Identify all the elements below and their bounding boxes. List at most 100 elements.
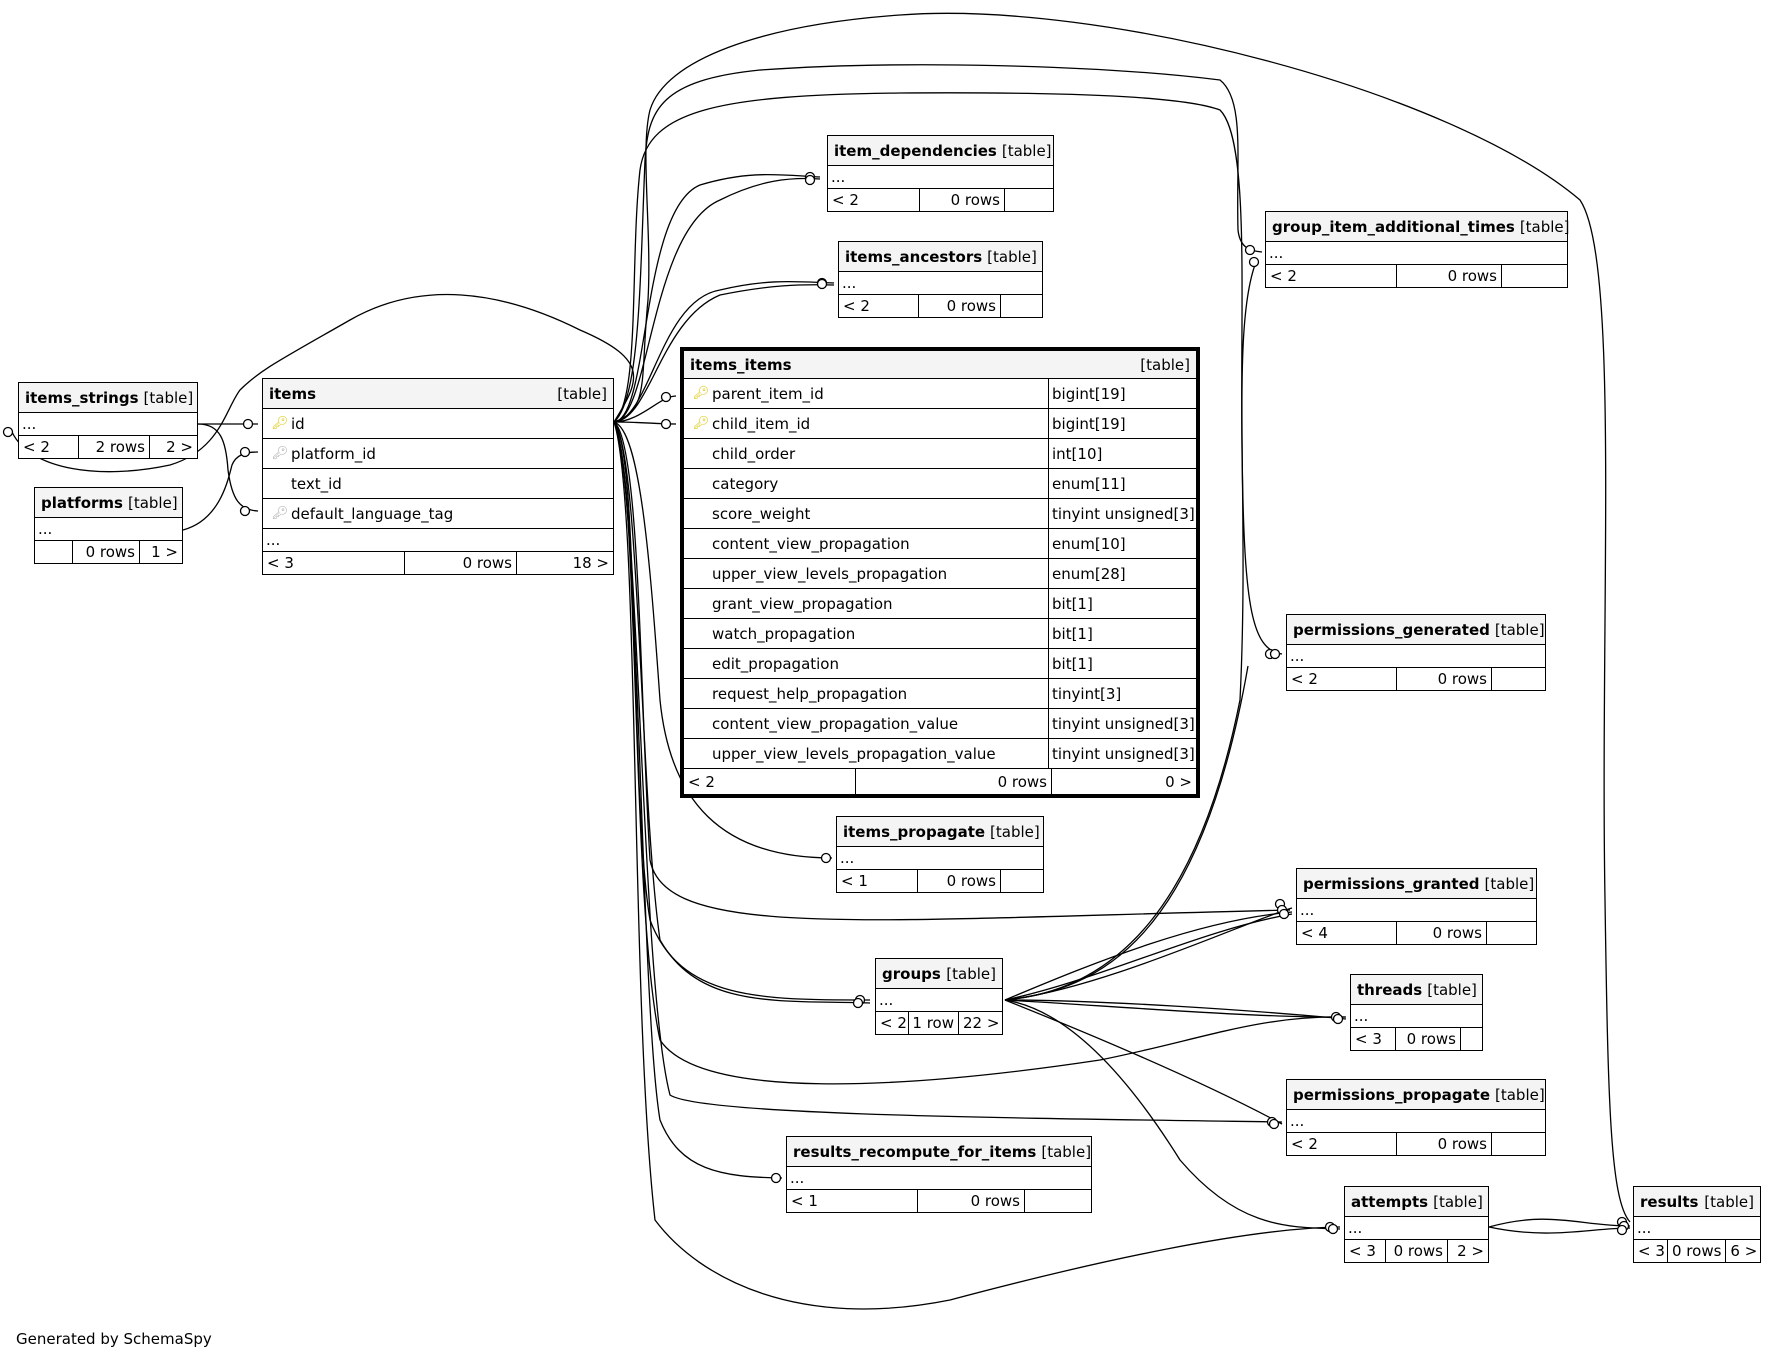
table-footer: < 1 0 rows [787,1190,1091,1212]
table-permissions-granted[interactable]: permissions_granted[table] ... < 4 0 row… [1296,868,1537,945]
table-items[interactable]: items[table] 🔑︎id 🔑︎platform_id ·text_id… [262,378,614,575]
parents-count[interactable]: < 2 [876,1012,909,1034]
children-count[interactable] [1005,189,1053,211]
parents-count[interactable]: < 2 [19,436,79,458]
table-group-item-additional-times[interactable]: group_item_additional_times[table] ... <… [1265,211,1570,288]
children-count[interactable]: 6 > [1730,1242,1758,1260]
children-count[interactable] [1001,870,1043,892]
table-name: permissions_granted [1303,874,1480,893]
table-tag: [table] [1433,1192,1483,1211]
column-row[interactable]: 🔑︎default_language_tag [263,499,613,529]
parents-count[interactable] [35,541,73,563]
column-row[interactable]: 🔑︎id [263,409,613,439]
relationship-line [1004,999,1341,1230]
cardinality-marker [2,426,14,438]
children-count[interactable]: 18 > [572,554,609,572]
children-count[interactable] [1461,1028,1482,1050]
column-type: bigint[19] [1048,409,1196,438]
table-items-ancestors[interactable]: items_ancestors[table] ... < 2 0 rows [838,241,1043,318]
children-count[interactable] [1487,922,1536,944]
parents-count[interactable]: < 2 [684,769,856,794]
column-name: content_view_propagation_value [712,714,959,733]
relationship-line [1004,999,1347,1018]
column-type: enum[11] [1048,469,1196,498]
parents-count[interactable]: < 4 [1297,922,1397,944]
table-header: group_item_additional_times[table] [1266,212,1570,242]
table-groups[interactable]: groups[table] ... < 2 1 row 22 > [875,958,1003,1035]
children-count[interactable] [1492,668,1545,690]
parents-count[interactable]: < 3 [1345,1240,1386,1262]
table-footer: 0 rows 1 > [35,541,182,563]
table-attempts[interactable]: attempts[table] ... < 3 0 rows 2 > [1344,1186,1489,1263]
column-name: child_item_id [712,414,811,433]
parents-count[interactable]: < 2 [1287,1133,1397,1155]
parents-count[interactable]: < 2 [839,295,919,317]
table-platforms[interactable]: platforms[table] ... 0 rows 1 > [34,487,183,564]
children-count[interactable]: 2 > [166,438,193,456]
children-count[interactable]: 2 > [1457,1242,1484,1260]
more-columns: ... [828,166,1053,189]
column-type: tinyint unsigned[3] [1048,709,1196,738]
table-name: items_ancestors [845,247,983,266]
table-items-strings[interactable]: items_strings[table] ... < 2 2 rows 2 > [18,382,198,459]
children-count[interactable] [1502,265,1567,287]
primary-key-icon: 🔑︎ [692,386,710,401]
parents-count[interactable]: < 1 [837,870,918,892]
relationship-line [613,421,833,859]
children-count[interactable] [1001,295,1042,317]
parents-count[interactable]: < 2 [1266,265,1397,287]
more-columns: ... [1634,1217,1760,1240]
table-results[interactable]: results[table] ... < 3 0 rows 6 > [1633,1186,1761,1263]
cardinality-marker [804,174,816,186]
column-row[interactable]: 🔑︎platform_id [263,439,613,469]
children-count[interactable]: 1 > [151,543,178,561]
parents-count[interactable]: < 2 [1287,668,1397,690]
table-permissions-propagate[interactable]: permissions_propagate[table] ... < 2 0 r… [1286,1079,1546,1156]
column-row[interactable]: ·upper_view_levels_propagation_valuetiny… [684,739,1196,769]
table-item-dependencies[interactable]: item_dependencies[table] ... < 2 0 rows [827,135,1054,212]
parents-count[interactable]: < 3 [1351,1028,1396,1050]
table-name: items_strings [25,388,139,407]
table-threads[interactable]: threads[table] ... < 3 0 rows [1350,974,1483,1051]
cardinality-marker [242,418,254,430]
cardinality-marker [852,997,864,1009]
children-count[interactable] [1492,1133,1545,1155]
cardinality-marker [1327,1223,1339,1235]
parents-count[interactable]: < 3 [1634,1240,1668,1262]
children-count[interactable]: 0 > [1165,772,1192,791]
table-header: permissions_propagate[table] [1287,1080,1545,1110]
parents-count[interactable]: < 1 [787,1190,918,1212]
table-items-propagate[interactable]: items_propagate[table] ... < 1 0 rows [836,816,1044,893]
table-header: items_items[table] [684,351,1196,379]
column-type: bigint[19] [1048,379,1196,408]
parents-count[interactable]: < 2 [828,189,920,211]
table-header: items_ancestors[table] [839,242,1042,272]
table-name: items_items [690,355,792,374]
column-row[interactable]: ·text_id [263,469,613,499]
relationship-line [613,177,821,423]
table-header: permissions_granted[table] [1297,869,1536,899]
column-name: category [712,474,779,493]
children-count[interactable] [1025,1190,1091,1212]
more-columns: ... [35,518,182,541]
table-name: results_recompute_for_items [793,1142,1037,1161]
parents-count[interactable]: < 3 [263,552,405,574]
children-count[interactable]: 22 > [963,1014,1000,1032]
table-results-recompute-for-items[interactable]: results_recompute_for_items[table] ... <… [786,1136,1092,1213]
table-permissions-generated[interactable]: permissions_generated[table] ... < 2 0 r… [1286,614,1546,691]
more-columns: ... [1266,242,1567,265]
